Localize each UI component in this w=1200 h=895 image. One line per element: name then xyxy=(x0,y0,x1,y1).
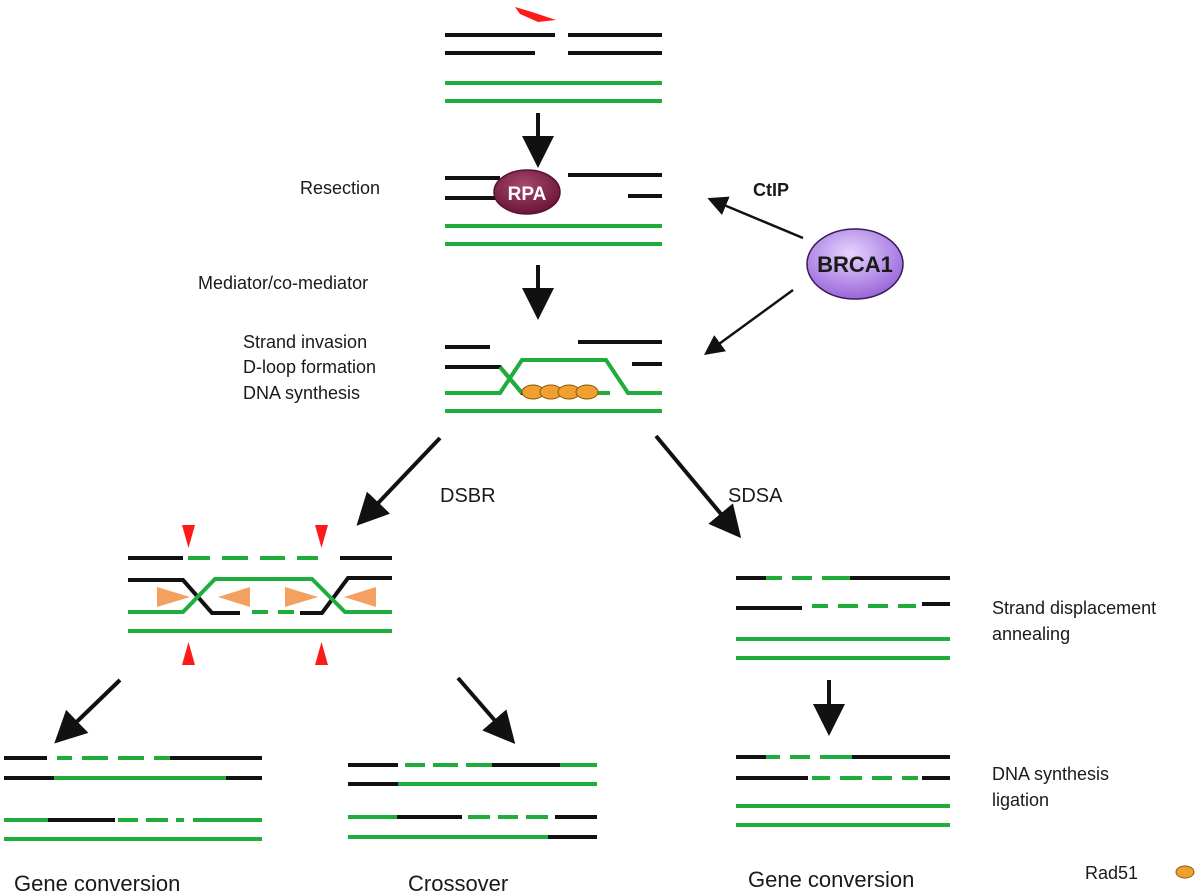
strand-invasion-label: Strand invasion xyxy=(243,332,367,352)
cut-site-marker xyxy=(182,642,195,665)
sdsa-label: SDSA xyxy=(728,485,783,507)
resection-stage: RPA xyxy=(445,169,662,246)
strand-displacement-label: Strand displacement xyxy=(992,598,1156,618)
sdsa-ligation-stage xyxy=(736,755,950,827)
gene-conversion-left-label: Gene conversion xyxy=(14,871,180,895)
arrow-brca1-to-resection xyxy=(707,196,804,240)
resection-label: Resection xyxy=(300,178,380,198)
rad51-monomer xyxy=(575,384,599,400)
cut-site-marker xyxy=(315,642,328,665)
dna-synthesis-ligation-label: DNA synthesis xyxy=(992,764,1109,784)
ctip-label: CtIP xyxy=(753,180,789,200)
dna-synthesis-label: DNA synthesis xyxy=(243,383,360,403)
sdsa-strand-displacement-stage xyxy=(736,576,950,660)
cut-site-marker xyxy=(182,525,195,548)
rpa-protein xyxy=(493,169,561,215)
brca1-label: BRCA1 xyxy=(817,252,893,277)
cut-site-marker xyxy=(315,525,328,548)
junction-resolution-marker xyxy=(157,587,190,607)
crossover-label: Crossover xyxy=(408,871,508,895)
junction-resolution-marker xyxy=(285,587,318,607)
gene-conversion-left-product xyxy=(4,756,262,841)
arrow-to-sdsa xyxy=(654,434,742,539)
arrow-brca1-to-invasion xyxy=(703,288,794,355)
rad51-legend-label: Rad51 xyxy=(1085,863,1138,883)
gene-conversion-right-label: Gene conversion xyxy=(748,867,914,892)
dsbr-double-holliday-junction xyxy=(128,525,392,665)
brca1-protein xyxy=(806,228,904,300)
ligation-label: ligation xyxy=(992,790,1049,810)
arrow-to-dsbr xyxy=(356,436,442,526)
legend: Rad51 xyxy=(1085,863,1195,883)
dsbr-label: DSBR xyxy=(440,485,496,507)
strand-invasion-stage: Strand invasion D-loop formation DNA syn… xyxy=(243,332,662,413)
dloop-label: D-loop formation xyxy=(243,357,376,377)
rpa-label: RPA xyxy=(508,184,547,205)
crossover-product xyxy=(348,763,597,839)
cut-site-marker xyxy=(515,7,556,22)
junction-resolution-marker xyxy=(218,587,250,607)
dsb-stage xyxy=(445,7,662,103)
mediator-label: Mediator/co-mediator xyxy=(198,273,368,293)
annealing-label: annealing xyxy=(992,624,1070,644)
arrow-to-gene-conversion-left xyxy=(54,678,122,744)
junction-resolution-marker xyxy=(344,587,376,607)
rad51-legend-icon xyxy=(1175,865,1195,879)
arrow-to-crossover xyxy=(456,676,516,745)
